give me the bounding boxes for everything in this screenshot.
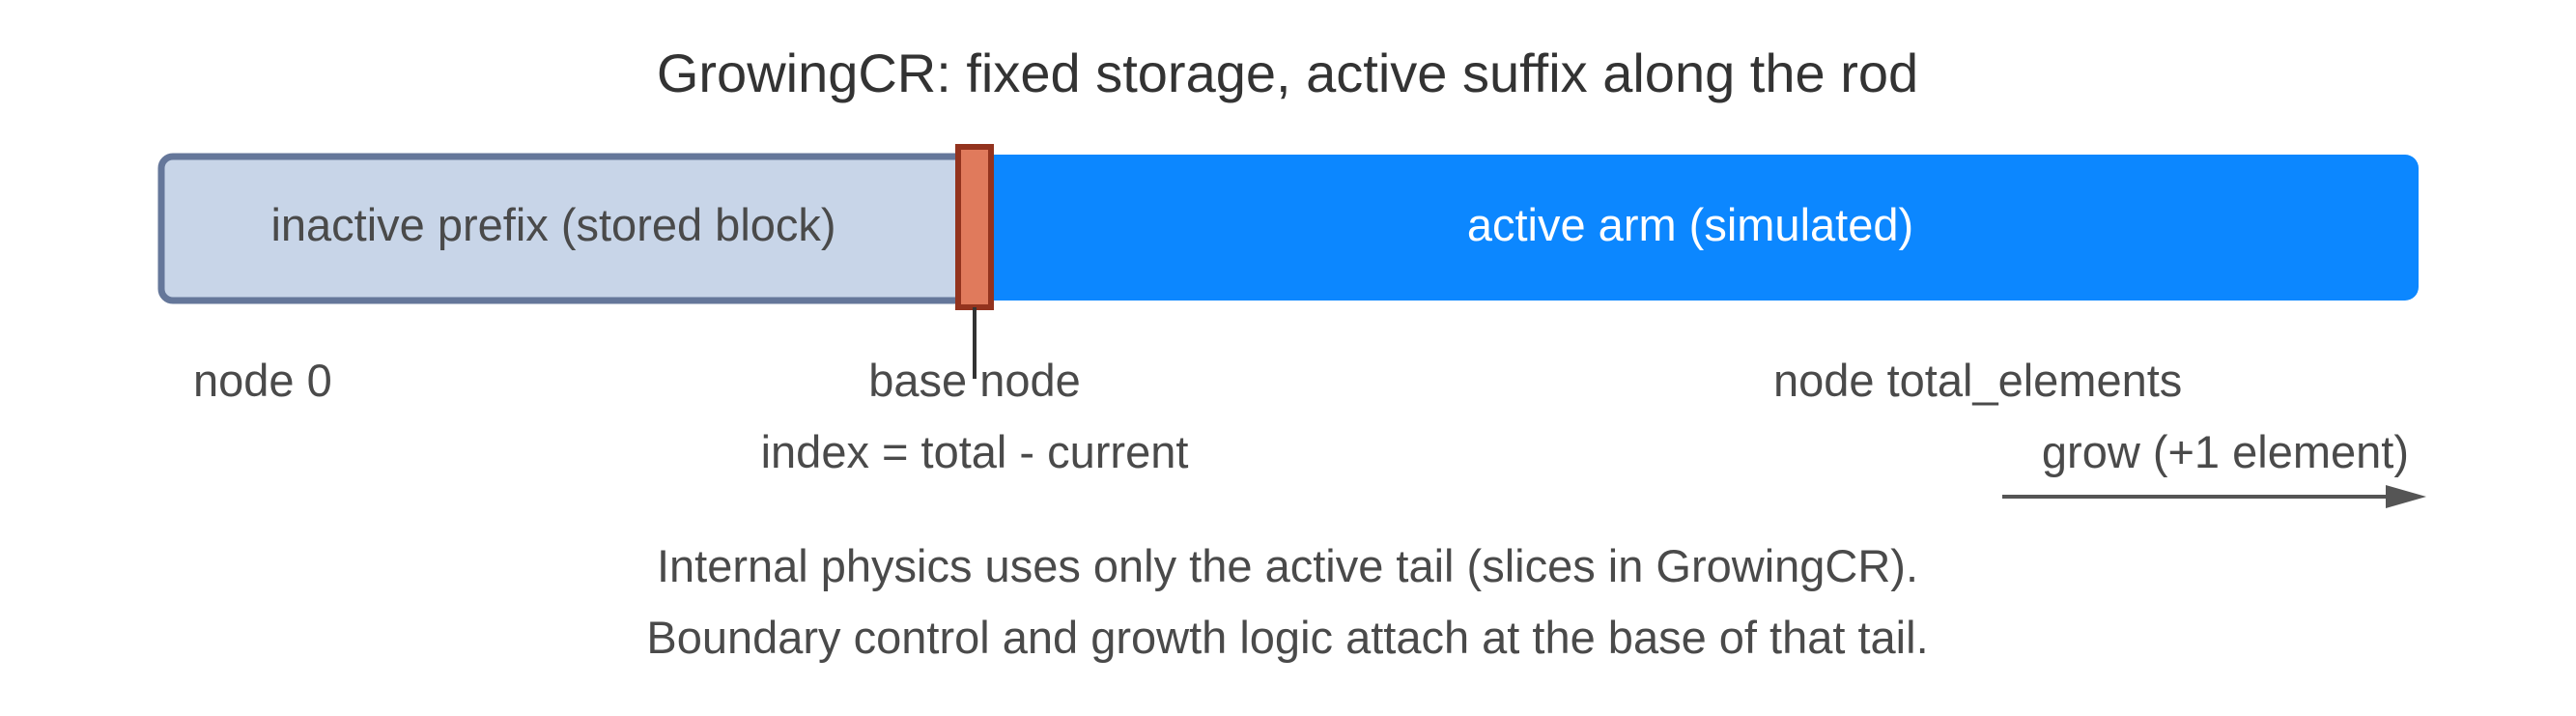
node-start-label: node 0: [193, 355, 332, 406]
inactive-prefix-label: inactive prefix (stored block): [270, 199, 835, 250]
diagram-title: GrowingCR: fixed storage, active suffix …: [657, 43, 1918, 103]
base-node-marker: [955, 144, 994, 310]
note-line-2: Boundary control and growth logic attach…: [646, 612, 1928, 663]
note-line-1: Internal physics uses only the active ta…: [657, 540, 1918, 591]
active-arm-segment: [956, 155, 2419, 301]
grow-label: grow (+1 element): [2042, 426, 2409, 477]
base-node-index-label: index = total - current: [761, 426, 1189, 477]
active-arm-label: active arm (simulated): [1467, 199, 1913, 250]
grow-arrow-head: [2386, 485, 2426, 508]
base-node-label: base node: [868, 355, 1081, 406]
node-end-label: node total_elements: [1773, 355, 2182, 406]
